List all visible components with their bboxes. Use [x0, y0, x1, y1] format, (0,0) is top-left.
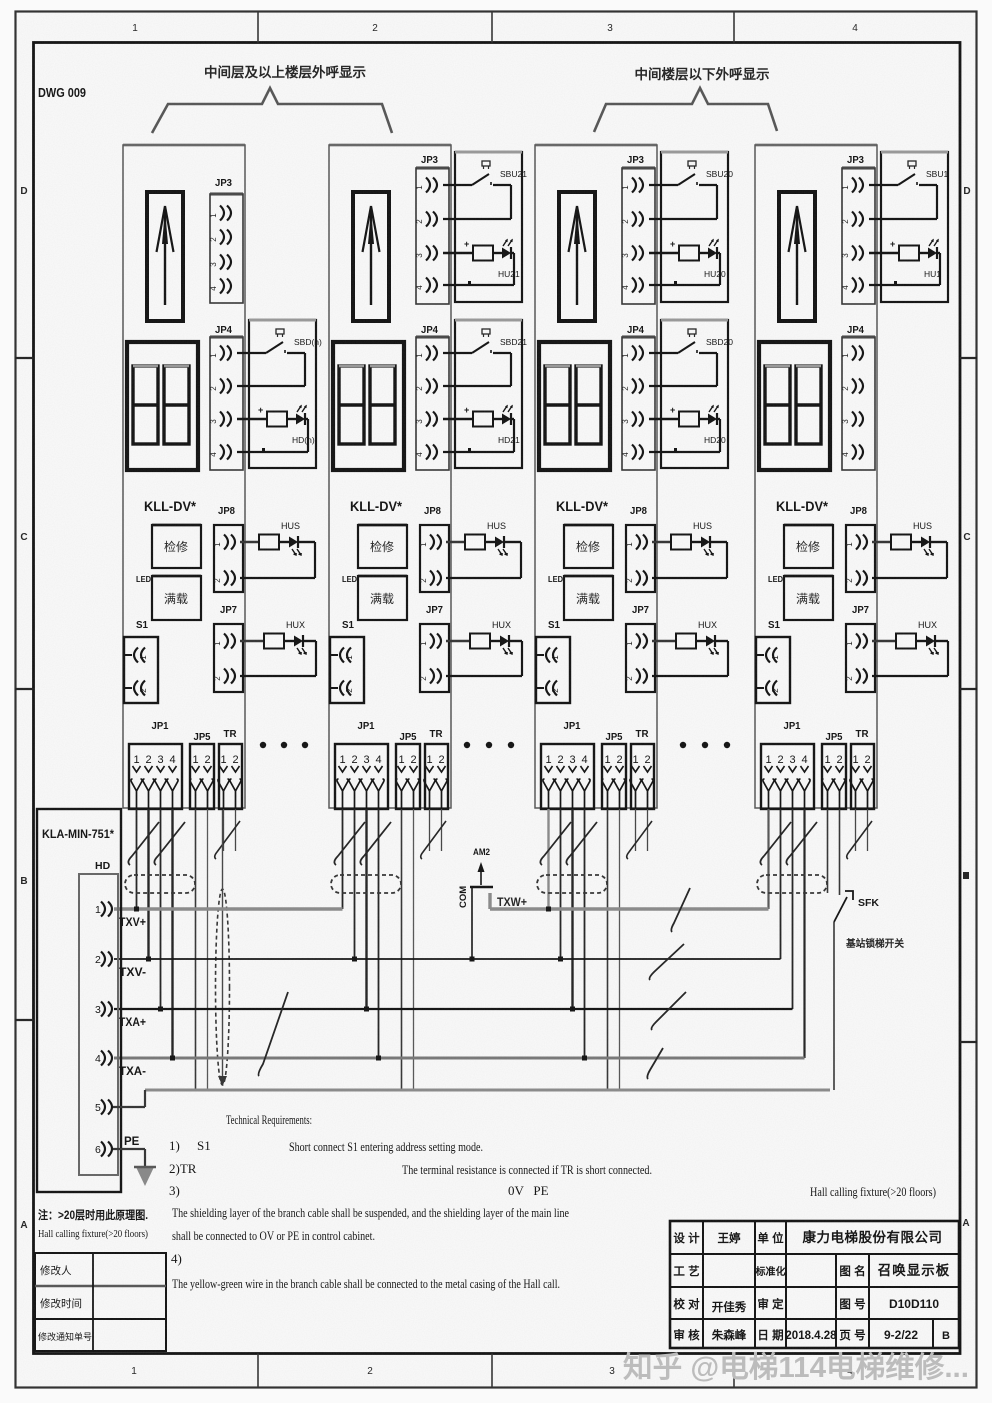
svg-text:知乎 @电梯114电梯维修...: 知乎 @电梯114电梯维修...: [623, 1350, 969, 1384]
